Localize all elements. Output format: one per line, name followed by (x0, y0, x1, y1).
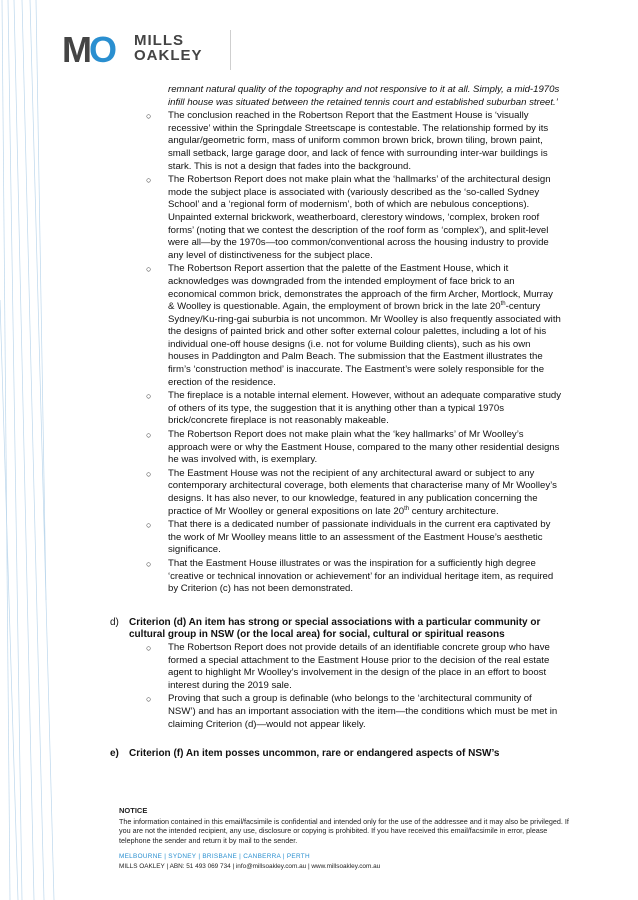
office-locations: MELBOURNE | SYDNEY | BRISBANE | CANBERRA… (119, 852, 310, 860)
block-quote: remnant natural quality of the topograph… (168, 84, 560, 108)
section-letter: d) (110, 616, 119, 628)
list-item: ○That the Eastment House illustrates or … (146, 557, 554, 595)
logo-mark: MO (62, 29, 117, 70)
circle-bullet-icon: ○ (146, 175, 152, 186)
circle-bullet-icon: ○ (146, 694, 152, 705)
circle-bullet-icon: ○ (146, 264, 152, 275)
notice-title: NOTICE (119, 806, 148, 815)
document-body: remnant natural quality of the topograph… (110, 84, 562, 761)
circle-bullet-icon: ○ (146, 430, 152, 441)
circle-bullet-icon: ○ (146, 468, 152, 479)
decorative-lines (0, 0, 55, 900)
contact-details: MILLS OAKLEY | ABN: 51 493 069 734 | inf… (119, 863, 381, 871)
list-item: ○Proving that such a group is definable … (146, 693, 558, 730)
criterion-d-points: ○The Robertson Report does not provide d… (110, 642, 562, 731)
logo-wordmark: MILLS OAKLEY (134, 32, 203, 64)
list-item: ○The Robertson Report assertion that the… (146, 263, 561, 388)
section-letter: e) (110, 748, 119, 760)
list-item: ○That there is a dedicated number of pas… (146, 519, 551, 556)
list-item: ○The Eastment House was not the recipien… (146, 467, 557, 517)
list-item: ○The Robertson Report does not make plai… (146, 174, 551, 261)
circle-bullet-icon: ○ (146, 111, 152, 122)
notice-text: The information contained in this email/… (119, 817, 569, 845)
criterion-d-heading: d) Criterion (d) An item has strong or s… (110, 616, 541, 641)
criterion-c-points: ○The conclusion reached in the Robertson… (110, 110, 562, 596)
circle-bullet-icon: ○ (146, 391, 152, 402)
circle-bullet-icon: ○ (146, 642, 152, 653)
list-item: ○The conclusion reached in the Robertson… (146, 110, 549, 172)
circle-bullet-icon: ○ (146, 558, 152, 569)
page-footer: NOTICE The information contained in this… (119, 806, 571, 871)
list-item: ○The Robertson Report does not provide d… (146, 641, 550, 691)
criterion-e-heading: e) Criterion (f) An item posses uncommon… (110, 748, 500, 760)
header-divider (230, 30, 231, 70)
mills-oakley-logo: MO MILLS OAKLEY (62, 28, 262, 72)
list-item: ○The Robertson Report does not make plai… (146, 429, 560, 466)
circle-bullet-icon: ○ (146, 520, 152, 531)
list-item: ○The fireplace is a notable internal ele… (146, 390, 562, 427)
